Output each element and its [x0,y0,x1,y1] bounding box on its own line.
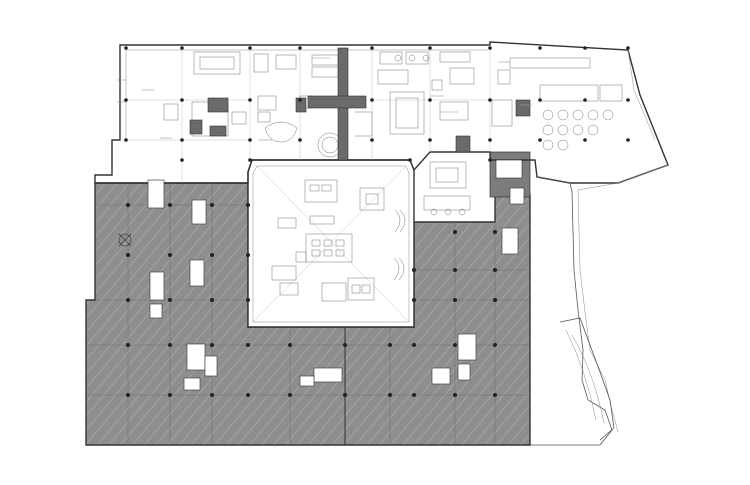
column [180,98,184,102]
column [210,343,214,347]
column [248,46,252,50]
column [124,138,128,142]
structural-columns [124,46,630,397]
column [408,158,412,162]
column [126,298,130,302]
right-ramp-curve [565,329,605,424]
upper-right-wedge [617,49,669,184]
column [488,158,492,162]
column [168,298,172,302]
column [493,298,497,302]
column [298,46,302,50]
column [428,138,432,142]
column [388,393,392,397]
atrium-furniture [271,179,406,302]
right-facade [530,176,613,446]
column [493,393,497,397]
column [412,298,416,302]
upper-wing-inner-line [117,49,488,138]
column [298,98,302,102]
column [453,393,457,397]
column [453,298,457,302]
column [488,98,492,102]
column [412,393,416,397]
column [583,98,587,102]
column [124,98,128,102]
atrium-diagonal-a [256,165,410,323]
column [343,393,347,397]
column [168,393,172,397]
column [538,98,542,102]
column [488,46,492,50]
right-ramp [559,317,615,441]
column [370,46,374,50]
column [388,343,392,347]
column [538,46,542,50]
atrium-diagonal-b [252,165,407,323]
column [180,138,184,142]
column [412,343,416,347]
column [210,253,214,257]
column [583,138,587,142]
column [246,393,250,397]
right-facade-outer [577,182,619,433]
column [493,230,497,234]
column [538,138,542,142]
column [180,158,184,162]
column [288,393,292,397]
column [126,343,130,347]
column [246,253,250,257]
column [210,393,214,397]
column [288,343,292,347]
column [453,343,457,347]
lounge-tables [394,54,623,216]
column [488,138,492,142]
column [248,98,252,102]
column [370,98,374,102]
room-label-marks [142,57,532,141]
column [126,253,130,257]
column [168,253,172,257]
column [124,46,128,50]
column [180,46,184,50]
column [453,230,457,234]
stair-symbol [118,233,132,247]
column [493,343,497,347]
column [168,203,172,207]
column [343,343,347,347]
column [248,158,252,162]
shaded-zone-cores [147,159,525,391]
column [583,46,587,50]
column [428,98,432,102]
column [246,203,250,207]
column [626,46,630,50]
column [126,203,130,207]
column [626,138,630,142]
column [493,268,497,272]
column [428,46,432,50]
column [246,298,250,302]
column [168,343,172,347]
column [370,138,374,142]
column [248,138,252,142]
column [210,203,214,207]
column [126,393,130,397]
upper-cores [189,47,531,161]
column [626,98,630,102]
column [298,138,302,142]
column [210,298,214,302]
column [246,343,250,347]
column [453,268,457,272]
column [412,268,416,272]
